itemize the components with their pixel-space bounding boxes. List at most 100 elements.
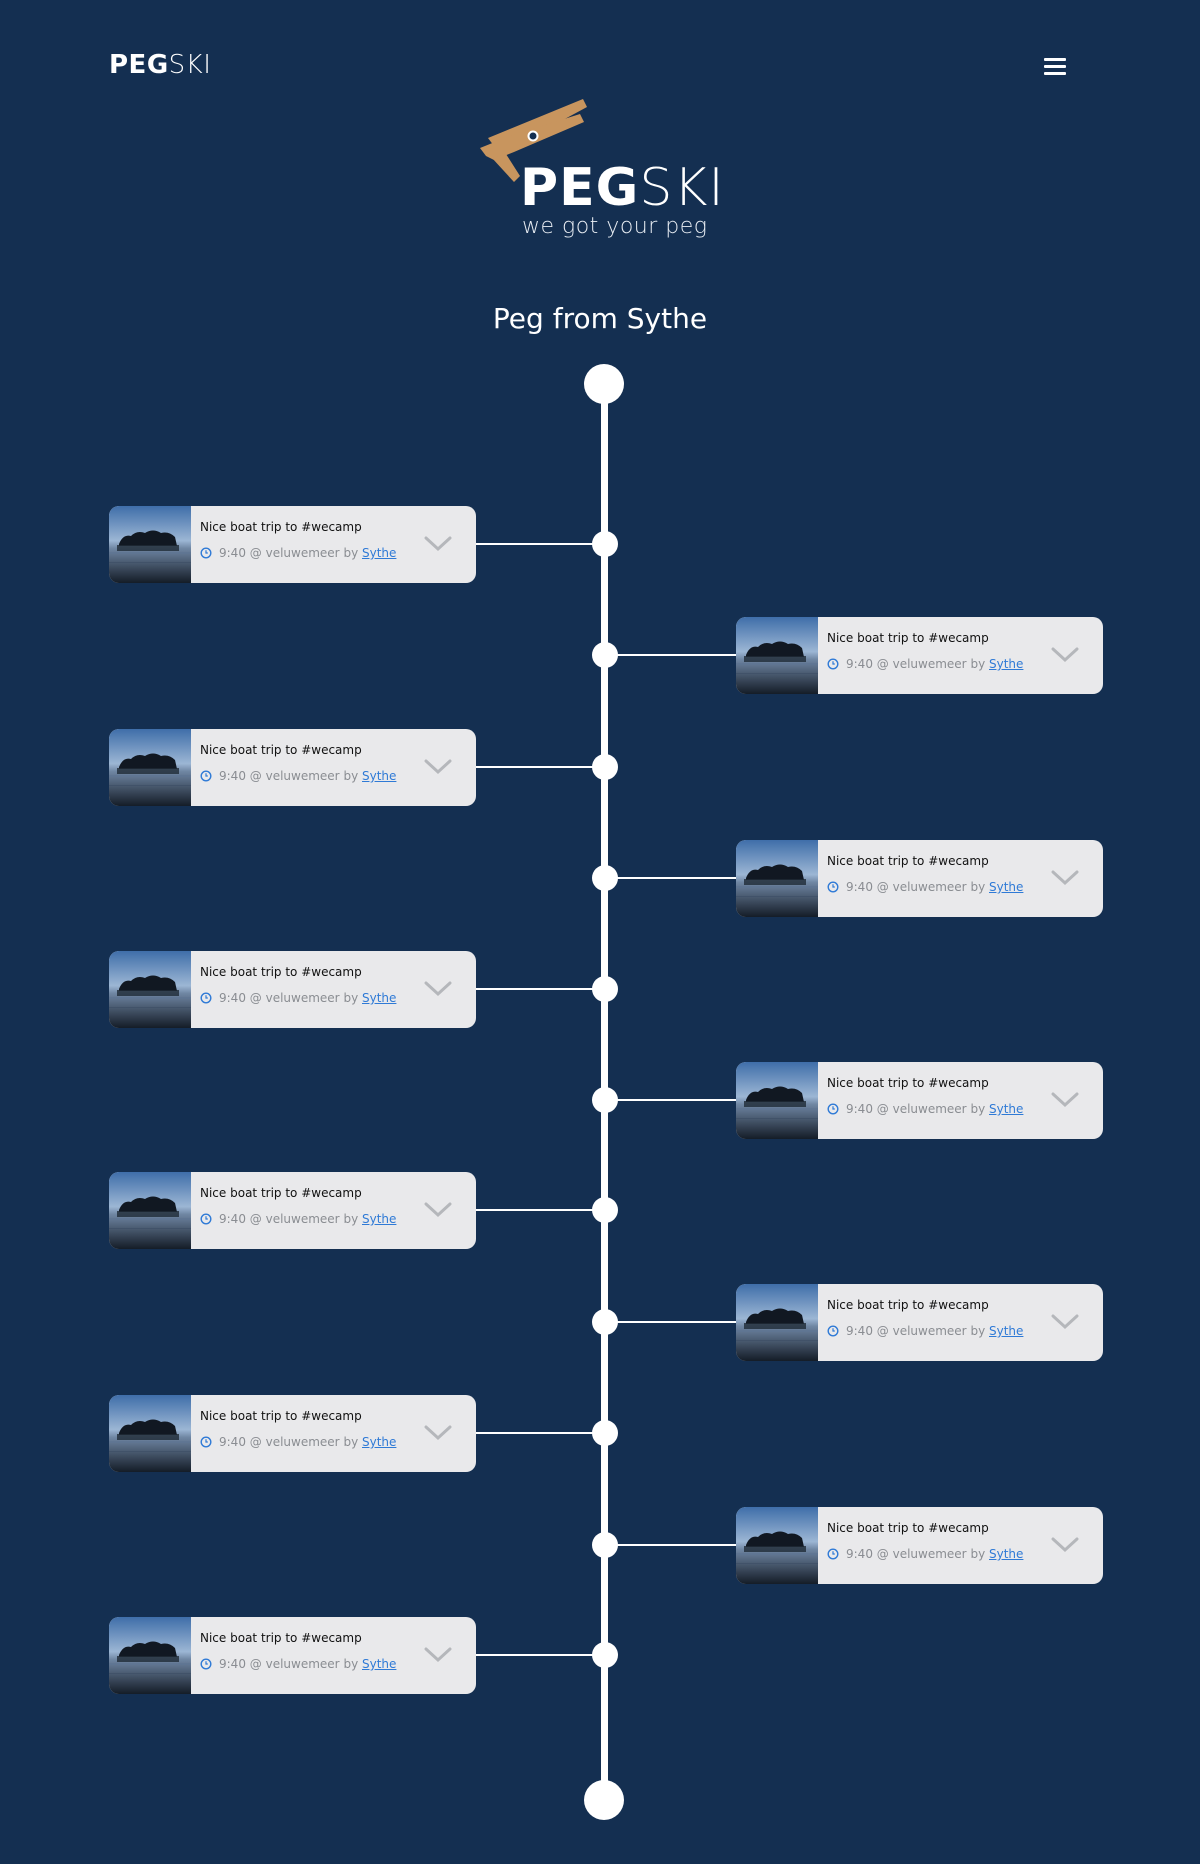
timeline-dot — [592, 1420, 618, 1446]
clock-icon — [200, 1658, 212, 1670]
card-author-link[interactable]: Sythe — [362, 769, 397, 783]
card-author-link[interactable]: Sythe — [362, 546, 397, 560]
card-author-link[interactable]: Sythe — [362, 991, 397, 1005]
chevron-down-icon[interactable] — [424, 981, 452, 997]
card-place: veluwemeer — [892, 880, 967, 894]
clock-icon — [200, 992, 212, 1004]
card-by: by — [970, 1102, 986, 1116]
card-by: by — [970, 1324, 986, 1338]
card-at: @ — [249, 546, 262, 560]
timeline-connector — [476, 1432, 596, 1434]
chevron-down-icon[interactable] — [424, 1647, 452, 1663]
timeline-dot — [592, 1197, 618, 1223]
chevron-down-icon[interactable] — [424, 759, 452, 775]
lake-photo-thumbnail — [736, 617, 818, 694]
timeline-card[interactable]: Nice boat trip to #wecamp 9:40 @ veluweme… — [736, 1507, 1103, 1584]
card-place: veluwemeer — [892, 1547, 967, 1561]
card-meta: 9:40 @ veluwemeer by Sythe — [827, 1324, 1023, 1338]
lake-photo-thumbnail — [736, 1284, 818, 1361]
card-meta: 9:40 @ veluwemeer by Sythe — [827, 1547, 1023, 1561]
card-time: 9:40 — [219, 1212, 246, 1226]
chevron-down-icon[interactable] — [424, 1202, 452, 1218]
card-time: 9:40 — [846, 657, 873, 671]
card-by: by — [343, 546, 359, 560]
card-time: 9:40 — [219, 1657, 246, 1671]
card-at: @ — [876, 1547, 889, 1561]
card-author-link[interactable]: Sythe — [989, 880, 1024, 894]
timeline-start-node — [584, 364, 624, 404]
card-place: veluwemeer — [892, 657, 967, 671]
card-author-link[interactable]: Sythe — [989, 1324, 1024, 1338]
logo: PEGSKI we got your peg — [470, 96, 730, 246]
card-place: veluwemeer — [265, 991, 340, 1005]
card-at: @ — [249, 1657, 262, 1671]
card-by: by — [970, 880, 986, 894]
chevron-down-icon[interactable] — [424, 1425, 452, 1441]
card-at: @ — [249, 1435, 262, 1449]
card-title: Nice boat trip to #wecamp — [827, 1298, 989, 1312]
timeline-connector — [476, 543, 596, 545]
clock-icon — [827, 1103, 839, 1115]
card-at: @ — [249, 769, 262, 783]
logo-wordmark-bold: PEG — [520, 158, 640, 218]
card-author-link[interactable]: Sythe — [362, 1212, 397, 1226]
card-place: veluwemeer — [265, 1435, 340, 1449]
card-author-link[interactable]: Sythe — [362, 1657, 397, 1671]
clock-icon — [200, 1213, 212, 1225]
card-title: Nice boat trip to #wecamp — [200, 743, 362, 757]
card-place: veluwemeer — [265, 1212, 340, 1226]
card-at: @ — [876, 880, 889, 894]
card-meta: 9:40 @ veluwemeer by Sythe — [200, 1435, 396, 1449]
card-author-link[interactable]: Sythe — [989, 657, 1024, 671]
lake-photo-thumbnail — [109, 729, 191, 806]
timeline-card[interactable]: Nice boat trip to #wecamp 9:40 @ veluweme… — [736, 1284, 1103, 1361]
card-at: @ — [876, 1324, 889, 1338]
timeline-end-node — [584, 1780, 624, 1820]
timeline-connector — [476, 1654, 596, 1656]
timeline-connector — [476, 766, 596, 768]
chevron-down-icon[interactable] — [1051, 1314, 1079, 1330]
card-place: veluwemeer — [265, 1657, 340, 1671]
hamburger-menu-icon[interactable] — [1044, 58, 1066, 76]
timeline-dot — [592, 531, 618, 557]
chevron-down-icon[interactable] — [424, 536, 452, 552]
chevron-down-icon[interactable] — [1051, 870, 1079, 886]
chevron-down-icon[interactable] — [1051, 1537, 1079, 1553]
lake-photo-thumbnail — [736, 840, 818, 917]
header-brand[interactable]: PEGSKI — [109, 50, 211, 80]
card-time: 9:40 — [846, 1324, 873, 1338]
lake-photo-thumbnail — [109, 1617, 191, 1694]
timeline-dot — [592, 976, 618, 1002]
card-at: @ — [249, 1212, 262, 1226]
card-time: 9:40 — [219, 769, 246, 783]
card-author-link[interactable]: Sythe — [989, 1547, 1024, 1561]
card-title: Nice boat trip to #wecamp — [200, 965, 362, 979]
card-time: 9:40 — [219, 1435, 246, 1449]
card-author-link[interactable]: Sythe — [989, 1102, 1024, 1116]
card-by: by — [343, 1657, 359, 1671]
card-meta: 9:40 @ veluwemeer by Sythe — [200, 1657, 396, 1671]
logo-tagline: we got your peg — [522, 214, 708, 239]
card-by: by — [970, 1547, 986, 1561]
card-author-link[interactable]: Sythe — [362, 1435, 397, 1449]
card-meta: 9:40 @ veluwemeer by Sythe — [827, 880, 1023, 894]
timeline-dot — [592, 1642, 618, 1668]
clock-icon — [200, 547, 212, 559]
lake-photo-thumbnail — [109, 1172, 191, 1249]
chevron-down-icon[interactable] — [1051, 1092, 1079, 1108]
card-at: @ — [876, 657, 889, 671]
timeline-connector — [612, 1099, 736, 1101]
card-title: Nice boat trip to #wecamp — [827, 1521, 989, 1535]
card-meta: 9:40 @ veluwemeer by Sythe — [200, 1212, 396, 1226]
card-time: 9:40 — [846, 1547, 873, 1561]
chevron-down-icon[interactable] — [1051, 647, 1079, 663]
